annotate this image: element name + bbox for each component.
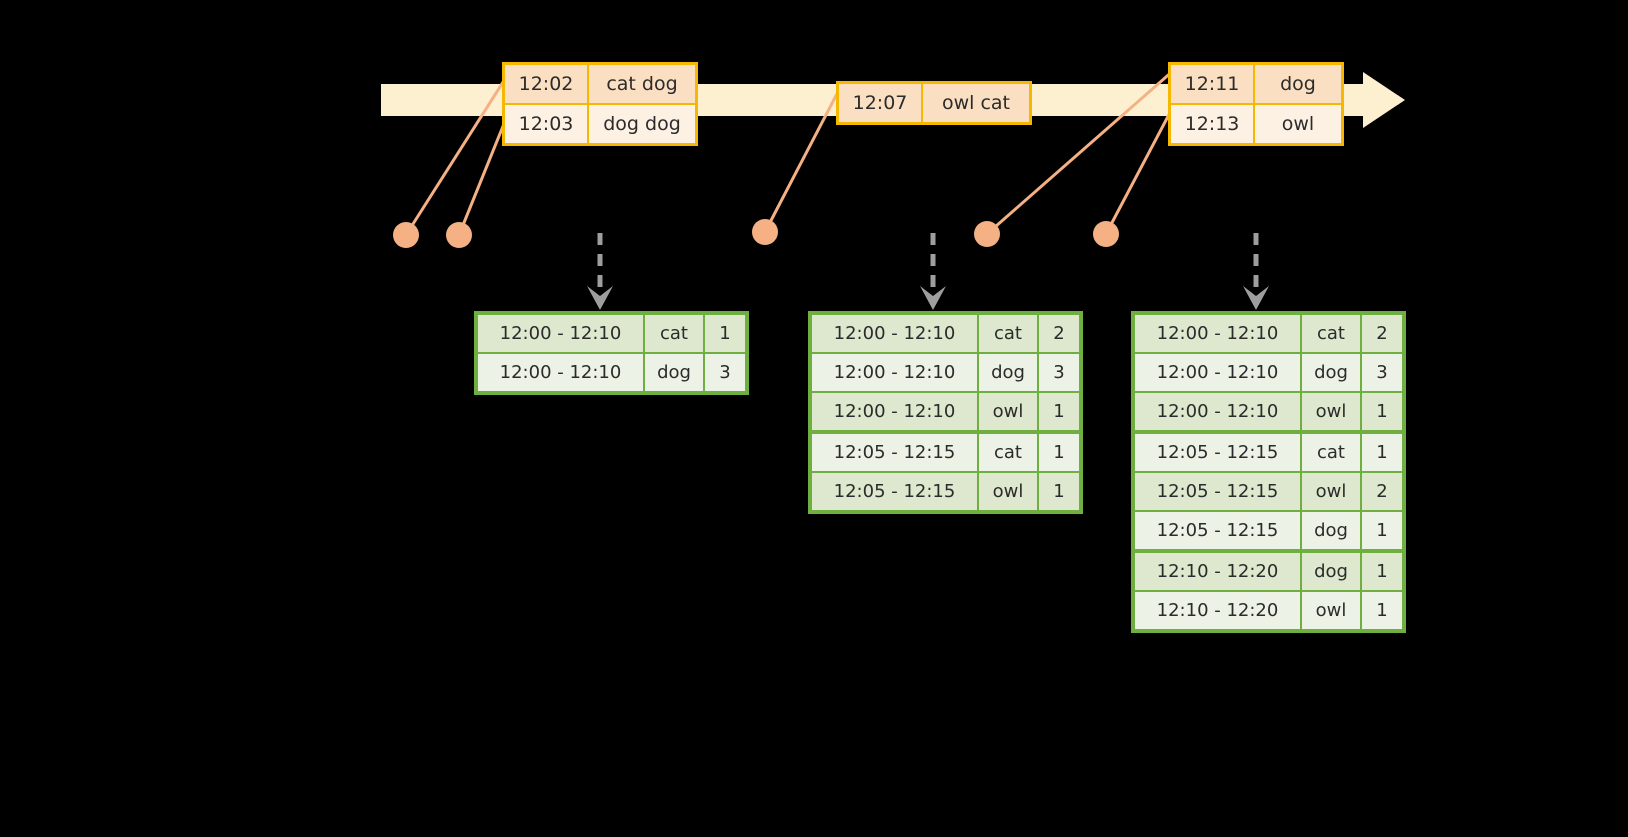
flow-arrow-head-icon-3 [1243,286,1269,310]
event-group-3: 12:11 dog 12:13 owl [1168,62,1344,146]
count-cell: 2 [1362,315,1402,352]
key-cell: cat [1302,434,1360,471]
event-row: 12:02 cat dog [505,65,695,103]
event-row: 12:03 dog dog [505,103,695,143]
count-cell: 3 [705,354,745,391]
event-marker-dot-2 [446,222,472,248]
count-cell: 3 [1039,354,1079,391]
key-cell: dog [1302,512,1360,549]
event-words: cat dog [606,73,678,95]
event-marker-dot-3 [752,219,778,245]
count-cell: 1 [1362,512,1402,549]
key-cell: dog [645,354,703,391]
event-connector-line-3 [763,87,842,233]
key-cell: dog [979,354,1037,391]
event-timestamp: 12:03 [505,105,589,143]
window-cell: 12:05 - 12:15 [812,473,977,510]
event-words: owl cat [941,92,1011,114]
count-cell: 1 [1039,434,1079,471]
timeline-arrowhead-icon [1363,72,1405,128]
key-cell: owl [979,393,1037,430]
window-cell: 12:10 - 12:20 [1135,592,1300,629]
count-cell: 1 [1039,393,1079,430]
key-cell: cat [979,315,1037,352]
event-group-2: 12:07 owl cat [836,81,1032,125]
count-cell: 2 [1039,315,1079,352]
event-timestamp: 12:11 [1171,65,1255,103]
window-cell: 12:05 - 12:15 [1135,473,1300,510]
key-cell: cat [979,434,1037,471]
key-cell: owl [1302,473,1360,510]
key-cell: owl [1302,592,1360,629]
window-cell: 12:00 - 12:10 [1135,354,1300,391]
key-cell: owl [979,473,1037,510]
window-cell: 12:05 - 12:15 [812,434,977,471]
window-cell: 12:00 - 12:10 [478,354,643,391]
window-cell: 12:00 - 12:10 [478,315,643,352]
event-connector-line-1 [404,67,514,236]
event-marker-dot-4 [974,221,1000,247]
event-timestamp: 12:13 [1171,105,1255,143]
event-words: owl [1281,113,1315,135]
count-cell: 1 [1362,592,1402,629]
event-timestamp: 12:02 [505,65,589,103]
count-cell: 1 [1362,553,1402,590]
count-cell: 1 [1362,434,1402,471]
event-words: dog [1280,73,1316,95]
key-cell: dog [1302,354,1360,391]
window-cell: 12:10 - 12:20 [1135,553,1300,590]
window-cell: 12:00 - 12:10 [812,354,977,391]
count-cell: 1 [1362,393,1402,430]
window-cell: 12:00 - 12:10 [812,315,977,352]
event-row: 12:11 dog [1171,65,1341,103]
event-timestamp: 12:07 [839,84,923,122]
window-cell: 12:00 - 12:10 [1135,393,1300,430]
event-row: 12:07 owl cat [839,84,1029,122]
count-cell: 3 [1362,354,1402,391]
event-connector-line-5 [1104,104,1176,235]
key-cell: dog [1302,553,1360,590]
key-cell: cat [645,315,703,352]
count-cell: 2 [1362,473,1402,510]
window-cell: 12:05 - 12:15 [1135,434,1300,471]
window-cell: 12:00 - 12:10 [1135,315,1300,352]
flow-arrow-head-icon-2 [920,286,946,310]
event-row: 12:13 owl [1171,103,1341,143]
key-cell: owl [1302,393,1360,430]
count-cell: 1 [705,315,745,352]
window-cell: 12:05 - 12:15 [1135,512,1300,549]
flow-arrow-head-icon-1 [587,286,613,310]
event-words: dog dog [603,113,681,135]
event-marker-dot-1 [393,222,419,248]
window-cell: 12:00 - 12:10 [812,393,977,430]
key-cell: cat [1302,315,1360,352]
count-cell: 1 [1039,473,1079,510]
event-marker-dot-5 [1093,221,1119,247]
event-group-1: 12:02 cat dog 12:03 dog dog [502,62,698,146]
